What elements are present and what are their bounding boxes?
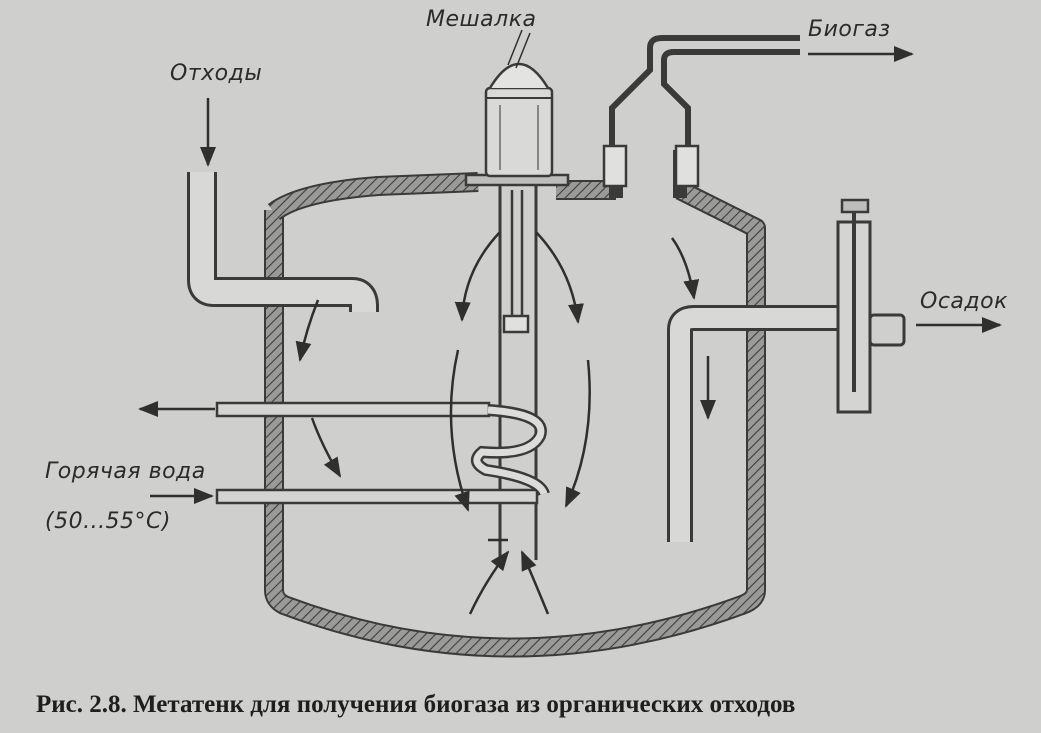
label-sediment: Осадок — [920, 289, 1008, 314]
waste-inlet-pipe — [187, 172, 379, 321]
figure-caption: Рис. 2.8. Метатенк для получения биогаза… — [36, 691, 795, 718]
label-stirrer: Мешалка — [426, 7, 536, 32]
stirrer-motor — [464, 29, 570, 187]
label-waste: Отходы — [170, 61, 262, 86]
biogas-outlet-pipe — [602, 35, 800, 188]
label-hot-water: Горячая вода — [45, 459, 206, 484]
tank-wall — [264, 150, 766, 658]
label-temperature: (50...55°C) — [45, 509, 171, 534]
flow-arrows — [138, 46, 1002, 615]
label-biogas: Биогаз — [808, 17, 891, 42]
sediment-outlet — [667, 198, 906, 542]
